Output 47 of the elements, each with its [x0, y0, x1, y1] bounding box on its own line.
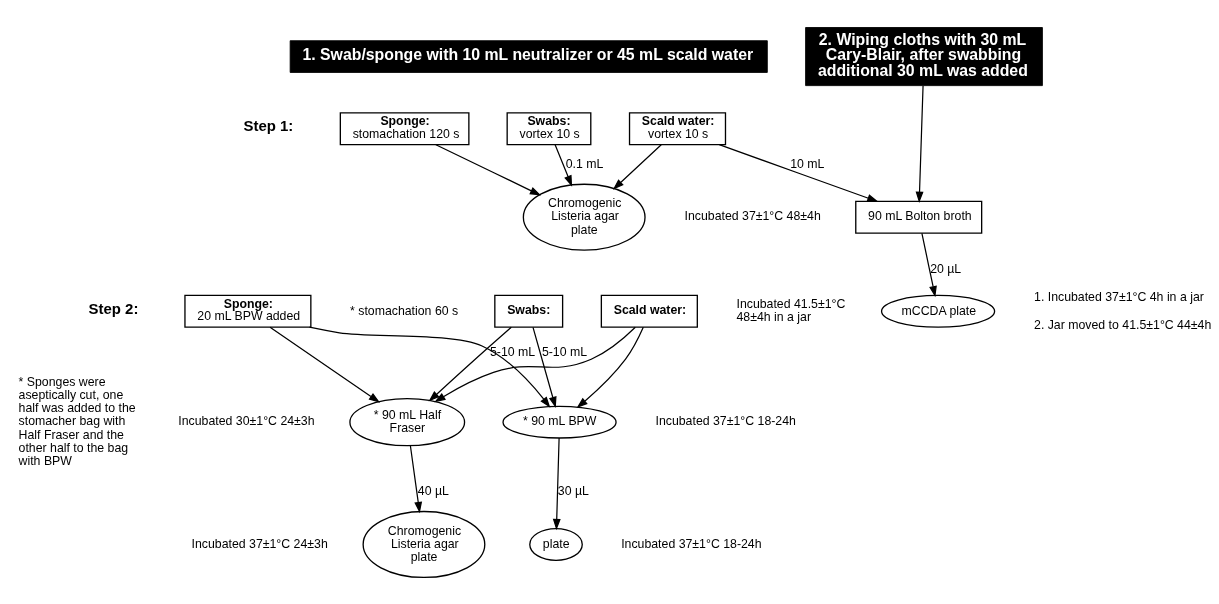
node-ellipse: mCCDA plate [880, 294, 996, 328]
edge-label: 0.1 mL [565, 156, 604, 171]
edge-label: 10 mL [790, 156, 825, 171]
node-box: Swabs: [494, 294, 564, 328]
node-box: Sponge: 20 mL BPW added [184, 294, 312, 328]
node-label: Incubated 37±1°C 18-24h [655, 413, 796, 428]
node-box: Scald water: vortex 10 s [628, 111, 727, 145]
arrow [269, 326, 381, 403]
node-label: 2. Jar moved to 41.5±1°C 44±4h [1034, 317, 1212, 332]
arrow [552, 436, 561, 530]
node-label: Incubated 37±1°C 18-24h [621, 536, 762, 551]
label: * Sponges were aseptically cut, one half was added to the stomacher bag with Half Fraser and the other half to the bag with BPW [18, 374, 136, 468]
arrow [308, 326, 551, 408]
node-ellipse: * 90 mL BPW [502, 405, 617, 439]
arrow [718, 143, 879, 202]
node-box: Swabs: vortex 10 s [506, 111, 592, 145]
arrow [921, 232, 937, 297]
edge-label: 5-10 mL [541, 344, 588, 359]
arrow [612, 143, 662, 190]
node-label: 1. Incubated 37±1°C 4h in a jar [1034, 289, 1204, 304]
label: Step 2: [88, 299, 139, 317]
node-box: 2. Wiping cloths with 30 mL Cary-Blair, after swabbing additional 30 mL was added [805, 26, 1043, 86]
label: Step 1: [243, 116, 294, 134]
node-ellipse: * 90 mL Half Fraser [349, 397, 466, 446]
arrow [409, 444, 423, 513]
edge-label: 30 µL [557, 483, 589, 498]
node-label: Incubated 41.5±1°C 48±4h in a jar [736, 296, 846, 324]
arrow [532, 326, 557, 408]
edge-label: 40 µL [417, 483, 449, 498]
arrow [554, 143, 573, 187]
node-box: 1. Swab/sponge with 10 mL neutralizer or 45 mL scald water [289, 39, 768, 73]
node-box: 90 mL Bolton broth [855, 200, 983, 234]
arrow [434, 326, 636, 402]
arrow [576, 326, 644, 408]
arrow [915, 84, 924, 203]
node-ellipse: Chromogenic Listeria agar plate [362, 510, 486, 578]
node-box: Scald water: [600, 294, 698, 328]
edge-label: 5-10 mL [489, 344, 536, 359]
node-ellipse: plate [529, 527, 583, 561]
node-label: Incubated 37±1°C 48±4h [684, 208, 821, 223]
node-label: Incubated 37±1°C 24±3h [191, 536, 328, 551]
arrow [428, 326, 512, 402]
edge-label: 20 µL [930, 261, 962, 276]
node-label: * stomachation 60 s [350, 303, 459, 318]
node-label: Incubated 30±1°C 24±3h [178, 413, 315, 428]
node-box: Sponge: stomachation 120 s [339, 111, 470, 145]
arrow [435, 143, 542, 196]
